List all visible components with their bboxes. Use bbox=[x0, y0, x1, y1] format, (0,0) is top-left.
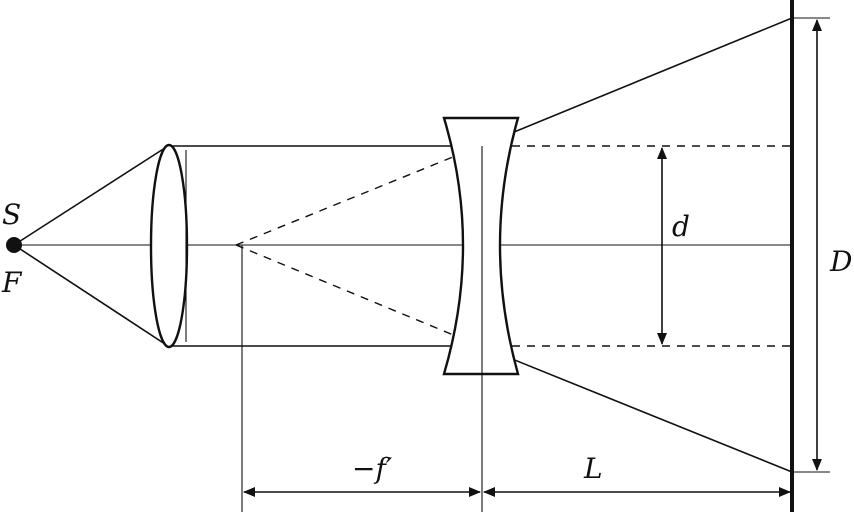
label-beam-width: d bbox=[672, 210, 690, 243]
diverging-ray-top bbox=[479, 17, 793, 147]
label-spot-size: D bbox=[829, 245, 852, 278]
diverging-ray-bottom bbox=[479, 345, 793, 473]
source-ray-bottom bbox=[13, 244, 169, 347]
converging-lens bbox=[149, 143, 189, 349]
virtual-ray-top bbox=[235, 145, 481, 246]
label-focus: F bbox=[1, 266, 23, 299]
point-source bbox=[6, 237, 22, 253]
label-source: S bbox=[2, 198, 21, 231]
source-ray-top bbox=[13, 145, 169, 246]
label-focal-length: −f′ bbox=[352, 452, 393, 485]
diverging-lens bbox=[442, 116, 520, 376]
label-distance: L bbox=[583, 452, 603, 485]
virtual-ray-bottom bbox=[235, 244, 481, 347]
